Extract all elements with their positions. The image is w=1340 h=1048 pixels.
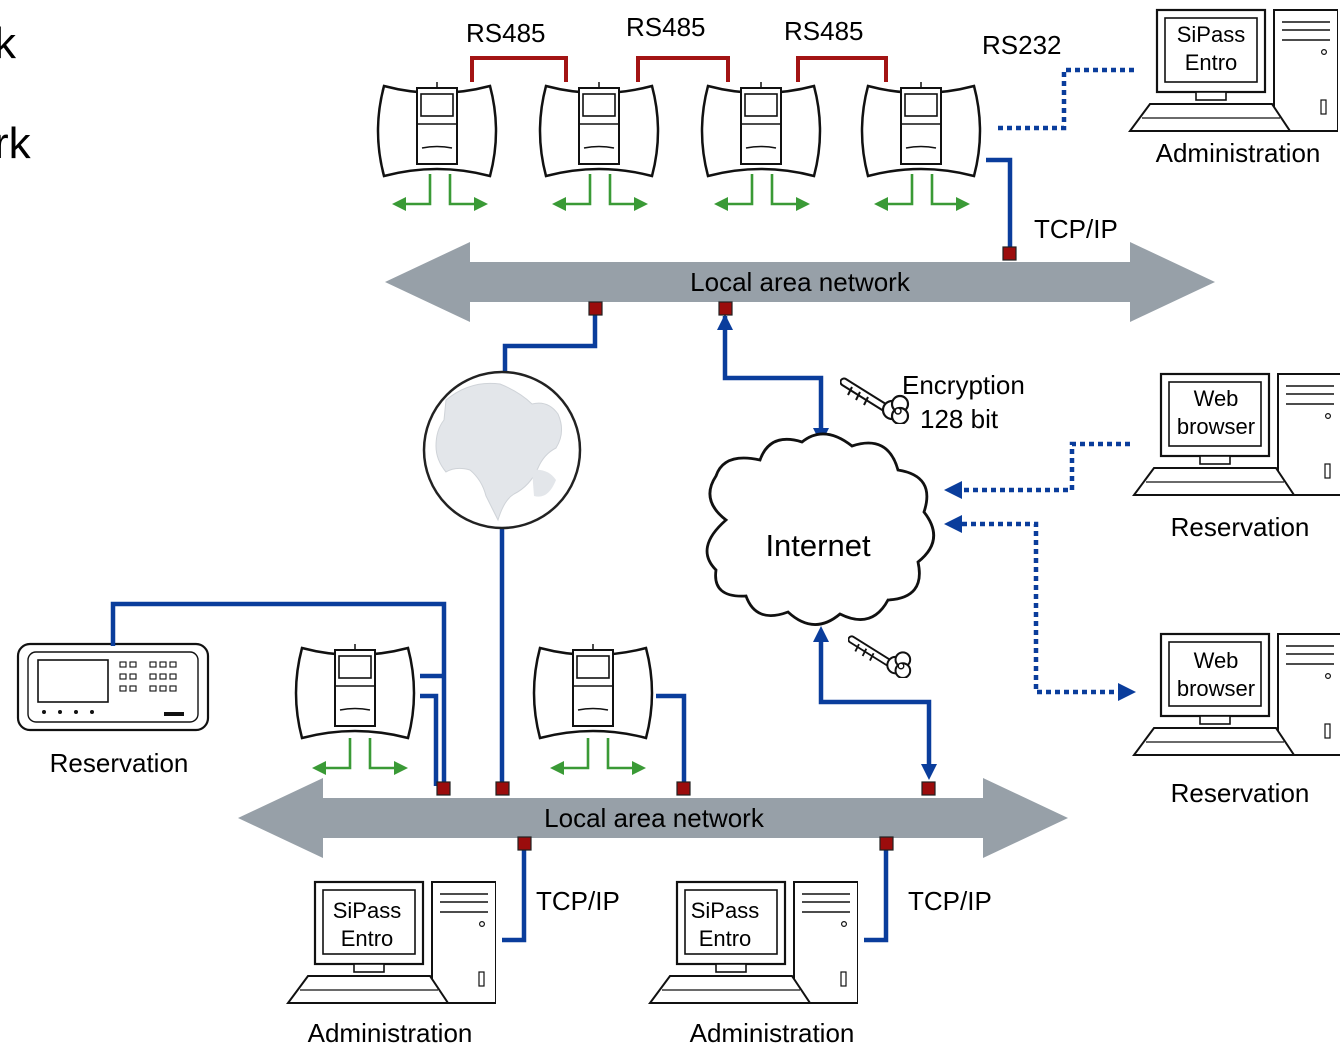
- pc-caption: Administration: [1156, 138, 1321, 168]
- arrowhead: [1118, 683, 1136, 701]
- port-connector: [676, 781, 691, 796]
- pc-screen-line1: Web: [1194, 386, 1239, 411]
- pc-screen-line1: SiPass: [1177, 22, 1245, 47]
- port-connector: [495, 781, 510, 796]
- rs232-label: RS232: [982, 30, 1062, 60]
- rs485-label-3: RS485: [784, 16, 864, 46]
- door-controller-icon: [538, 80, 660, 178]
- port-connector: [879, 836, 894, 851]
- side-text-line1: k: [0, 19, 17, 68]
- rs485-label-1: RS485: [466, 18, 546, 48]
- reservation-terminal-icon: [16, 642, 210, 732]
- tcpip-label-bottom-right: TCP/IP: [908, 886, 992, 916]
- globe-icon: [422, 370, 582, 530]
- encrypted-link-top: [722, 316, 824, 430]
- bottom-lan-arrow: [238, 778, 1068, 858]
- port-connector: [718, 301, 733, 316]
- pc-screen-line2: Entro: [341, 926, 394, 951]
- pc-screen-line1: SiPass: [691, 898, 759, 923]
- tcpip-label-bottom-left: TCP/IP: [536, 886, 620, 916]
- pc-screen-line2: browser: [1177, 676, 1255, 701]
- admin-computer-bottom-left: SiPass Entro Administration: [286, 880, 496, 1048]
- arrowhead: [944, 515, 962, 533]
- encryption-label-line1: Encryption: [902, 370, 1025, 400]
- top-controllers: [376, 80, 982, 213]
- bottom-lan-label: Local area network: [544, 803, 765, 833]
- reservation-terminal-caption: Reservation: [50, 748, 189, 778]
- web-link-bottom: [962, 521, 1118, 695]
- arrowhead: [921, 764, 937, 780]
- pc-screen-line1: Web: [1194, 648, 1239, 673]
- key-icon: [844, 382, 908, 424]
- tcpip-label-top: TCP/IP: [1034, 214, 1118, 244]
- tcpip-link-top: [986, 157, 1013, 252]
- encrypted-link-bottom: [818, 640, 932, 772]
- pc-screen-line2: browser: [1177, 414, 1255, 439]
- door-arrows-icon: [312, 738, 408, 777]
- rs232-link: [998, 67, 1134, 131]
- pc-caption: Administration: [690, 1018, 855, 1048]
- door-arrows-icon: [550, 738, 646, 777]
- rs485-label-2: RS485: [626, 12, 706, 42]
- bottom-controllers: [294, 642, 654, 777]
- door-controller-icon: [700, 80, 822, 178]
- terminal-link: [110, 601, 447, 786]
- side-text: k rk: [0, 19, 32, 168]
- door-controller-icon: [376, 80, 498, 178]
- arrowhead: [717, 314, 733, 330]
- encryption-label-line2: 128 bit: [920, 404, 999, 434]
- key-icon: [852, 640, 911, 678]
- door-arrows-icon: [392, 174, 488, 213]
- port-connectors: [436, 246, 1017, 851]
- tcpip-link-bottom-left: [502, 844, 527, 943]
- web-computer-bottom: Web browser Reservation: [1132, 632, 1340, 808]
- pc-caption: Administration: [308, 1018, 473, 1048]
- port-connector: [588, 301, 603, 316]
- pc-caption: Reservation: [1171, 512, 1310, 542]
- door-arrows-icon: [874, 174, 970, 213]
- web-link-top: [962, 441, 1130, 493]
- pc-screen-line1: SiPass: [333, 898, 401, 923]
- side-text-line2: rk: [0, 119, 32, 168]
- port-connector: [921, 781, 936, 796]
- admin-computer-top: SiPass Entro Administration: [1128, 8, 1338, 168]
- top-lan-label: Local area network: [690, 267, 911, 297]
- door-controller-icon: [860, 80, 982, 178]
- globe-link-top: [502, 308, 598, 382]
- port-connector: [517, 836, 532, 851]
- door-arrows-icon: [552, 174, 648, 213]
- pc-screen-line2: Entro: [1185, 50, 1238, 75]
- door-controller-icon: [294, 642, 416, 740]
- arrowhead: [944, 481, 962, 499]
- web-computer-top: Web browser Reservation: [1132, 372, 1340, 542]
- pc-caption: Reservation: [1171, 778, 1310, 808]
- arrowhead: [813, 626, 829, 642]
- door-arrows-icon: [714, 174, 810, 213]
- rs485-links: [470, 56, 888, 82]
- controller-link-b: [420, 693, 439, 786]
- admin-computer-bottom-right: SiPass Entro Administration: [648, 880, 858, 1048]
- cloud-label: Internet: [765, 528, 871, 563]
- tcpip-link-bottom-right: [864, 844, 889, 943]
- port-connector: [1002, 246, 1017, 261]
- controller-link-c: [656, 693, 687, 786]
- door-controller-icon: [532, 642, 654, 740]
- cloud-icon: [705, 432, 936, 626]
- pc-screen-line2: Entro: [699, 926, 752, 951]
- port-connector: [436, 781, 451, 796]
